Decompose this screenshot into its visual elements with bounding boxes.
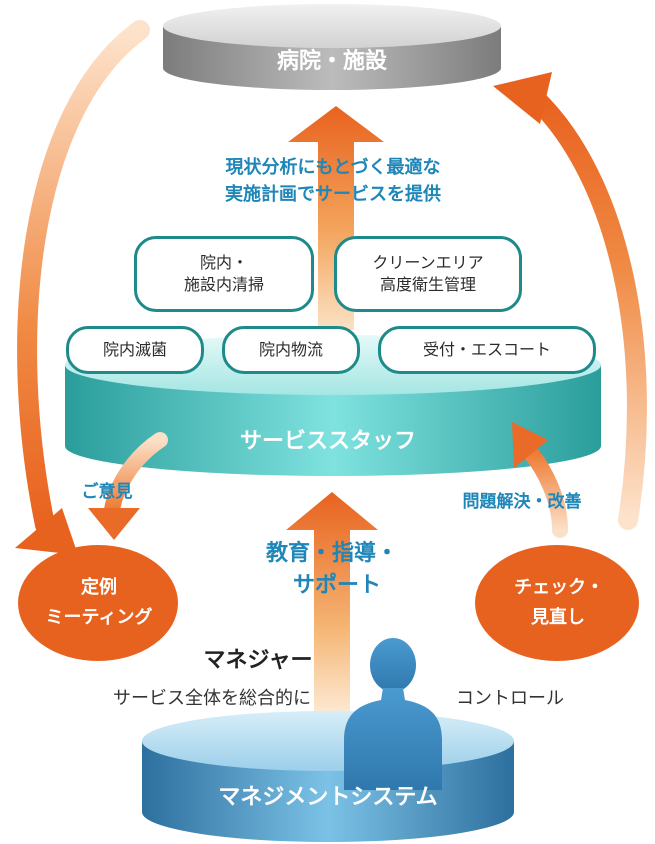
meeting-bubble <box>18 545 178 661</box>
feedback-arc-right-head <box>493 72 552 124</box>
check-text-line-2: 見直し <box>531 607 585 628</box>
service-line: 院内・ <box>199 252 248 272</box>
opinion-label: ご意見 <box>81 482 133 502</box>
service-box-clean-area: クリーンエリア高度衛生管理 <box>334 236 522 312</box>
education-text-line-2: サポート <box>292 573 382 598</box>
staff-label: サービススタッフ <box>239 429 417 454</box>
feedback-arc-left <box>17 20 150 535</box>
meeting-text-line-2: ミーティング <box>45 607 153 628</box>
improvement-arrow-head <box>512 422 548 468</box>
opinion-arrow-head <box>88 508 140 540</box>
service-line: クリーンエリア <box>372 252 484 272</box>
education-text-line-1: 教育・指導・ <box>265 541 399 566</box>
manager-label: マネジャー <box>203 648 313 673</box>
service-line: 高度衛生管理 <box>379 275 476 294</box>
opinion-arrow <box>104 432 168 518</box>
hospital-label: 病院・施設 <box>276 49 388 74</box>
hospital-cylinder <box>163 4 501 90</box>
provide-text-line-1: 現状分析にもとづく最適な <box>225 157 441 178</box>
education-arrow <box>286 492 378 718</box>
service-box-logistics: 院内物流 <box>222 326 360 374</box>
check-bubble <box>475 545 639 661</box>
service-line: 院内物流 <box>258 339 323 359</box>
improvement-arrow <box>522 444 568 538</box>
service-line: 施設内清掃 <box>183 275 264 294</box>
service-line: 院内滅菌 <box>102 339 167 359</box>
service-box-reception: 受付・エスコート <box>378 326 596 374</box>
service-line: 受付・エスコート <box>422 339 551 359</box>
manager-left-text: サービス全体を総合的に <box>113 688 311 709</box>
system-label: マネジメントシステム <box>218 785 438 810</box>
check-text-line-1: チェック・ <box>514 577 604 598</box>
system-cylinder <box>142 711 514 842</box>
person-silhouette-icon <box>344 638 442 790</box>
provide-text-line-2: 実施計画でサービスを提供 <box>225 184 441 205</box>
service-box-cleaning: 院内・施設内清掃 <box>134 236 314 312</box>
meeting-text-line-1: 定例 <box>81 577 117 598</box>
provide-arrow <box>288 106 384 330</box>
feedback-arc-right <box>525 88 647 530</box>
feedback-arc-left-head <box>15 508 78 555</box>
manager-right-text: コントロール <box>456 688 564 709</box>
problem-label: 問題解決・改善 <box>462 492 582 512</box>
service-box-sterilization: 院内滅菌 <box>66 326 204 374</box>
